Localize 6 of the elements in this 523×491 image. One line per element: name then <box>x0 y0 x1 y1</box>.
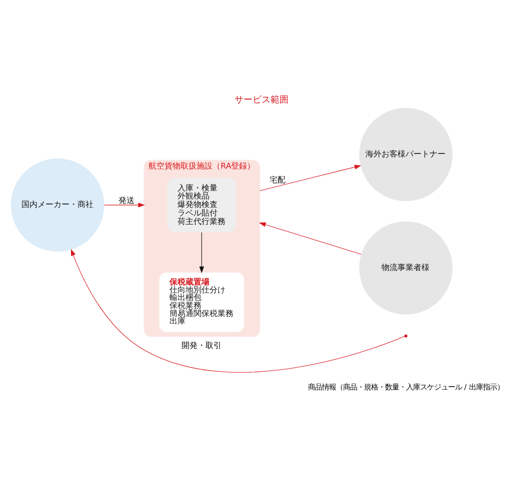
arrow <box>259 222 362 255</box>
arrow <box>199 232 204 274</box>
diagram-title: サービス範囲 <box>234 96 288 106</box>
arrow <box>70 248 405 372</box>
arrow <box>260 164 362 191</box>
arrow <box>104 202 145 208</box>
